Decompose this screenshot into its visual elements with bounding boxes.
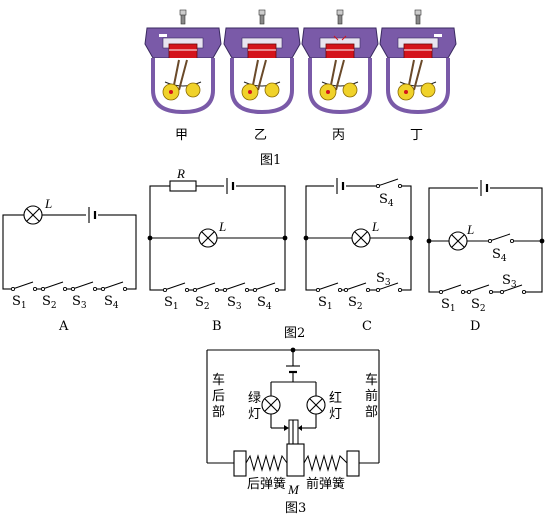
circuit-c: S4 L S1 S2 S3 C [303, 175, 414, 334]
engine-yi [222, 8, 302, 114]
front-spring-label: 前弹簧 [306, 476, 345, 492]
figure3-circuit: 车 后 部 车 前 部 绿 灯 红 灯 后弹簧 前弹簧 M 图3 [206, 347, 380, 516]
engine-ding [378, 8, 458, 114]
switch-icon [438, 284, 466, 295]
front-label-2: 前 [365, 388, 378, 404]
switch-label: S3 [72, 294, 87, 311]
rear-label-2: 后 [212, 389, 225, 404]
switch-label: S4 [492, 247, 507, 264]
slider-m [286, 443, 305, 477]
switch-label: S3 [502, 273, 517, 290]
resistor-label: R [176, 166, 185, 181]
switch-icon [100, 281, 128, 292]
green-lamp-icon [261, 395, 281, 415]
red-lamp-label-1: 红 [329, 390, 342, 406]
figure2-caption: 图2 [284, 326, 305, 341]
engine-label-yi: 乙 [254, 128, 267, 143]
switch-icon [252, 282, 280, 293]
switch-icon [222, 282, 250, 293]
lamp-label: L [371, 219, 379, 234]
switch-icon [487, 233, 515, 244]
switch-label: S1 [12, 294, 27, 311]
front-label-3: 部 [365, 405, 378, 420]
battery-icon [332, 175, 348, 197]
switch-icon [315, 282, 343, 293]
switch-icon [10, 281, 38, 292]
circuit-a: L S1 S2 S3 S4 A [2, 196, 137, 334]
circuit-label-d: D [470, 319, 480, 334]
rear-label-3: 部 [212, 405, 225, 420]
switch-label: S3 [227, 295, 242, 312]
engine-bing [300, 8, 380, 114]
switch-label: S1 [164, 295, 179, 312]
lamp-icon [351, 228, 371, 248]
switch-icon [40, 281, 68, 292]
rear-label-1: 车 [212, 372, 225, 388]
lamp-label: L [44, 196, 52, 211]
lamp-icon [198, 228, 218, 248]
switch-label: S4 [379, 192, 394, 209]
battery-icon [84, 204, 100, 226]
lamp-label: L [218, 219, 226, 234]
switch-label: S1 [318, 295, 333, 312]
battery-icon [222, 175, 238, 197]
lamp-icon [448, 231, 468, 251]
switch-icon [375, 178, 403, 189]
switch-label: S2 [195, 295, 210, 312]
switch-icon [192, 282, 220, 293]
circuit-b: R L S1 S2 S3 S4 B [147, 166, 288, 334]
circuit-d: L S4 S1 S2 S3 D [426, 177, 545, 334]
engine-label-bing: 丙 [332, 128, 345, 143]
switch-icon [466, 284, 494, 295]
front-label-1: 车 [365, 372, 378, 388]
circuit-label-a: A [58, 319, 69, 334]
switch-icon [162, 282, 190, 293]
switch-label: S3 [376, 271, 391, 288]
circuit-label-c: C [362, 319, 372, 334]
switch-icon [343, 282, 371, 293]
figure1-engines: 甲 乙 丙 丁 图1 [143, 8, 458, 168]
red-lamp-label-2: 灯 [329, 407, 342, 422]
resistor-icon [169, 180, 197, 192]
circuit-label-b: B [212, 319, 222, 334]
switch-icon [70, 281, 98, 292]
figure1-caption: 图1 [260, 153, 281, 168]
switch-label: S2 [348, 295, 363, 312]
engine-jia [143, 8, 223, 114]
switch-label: S2 [471, 297, 486, 314]
figure3-caption: 图3 [285, 501, 306, 516]
switch-label: S4 [104, 294, 119, 311]
green-lamp-label-2: 灯 [248, 407, 261, 422]
lamp-label: L [466, 222, 474, 237]
battery-icon [476, 177, 492, 199]
slider-label: M [287, 482, 300, 497]
engine-label-jia: 甲 [175, 128, 188, 143]
red-lamp-icon [306, 395, 326, 415]
green-lamp-label-1: 绿 [248, 391, 261, 406]
switch-label: S4 [257, 295, 272, 312]
lamp-icon [23, 205, 43, 225]
rear-spring-label: 后弹簧 [247, 476, 286, 492]
switch-label: S1 [441, 297, 456, 314]
engine-label-ding: 丁 [410, 128, 423, 143]
switch-label: S2 [42, 294, 57, 311]
